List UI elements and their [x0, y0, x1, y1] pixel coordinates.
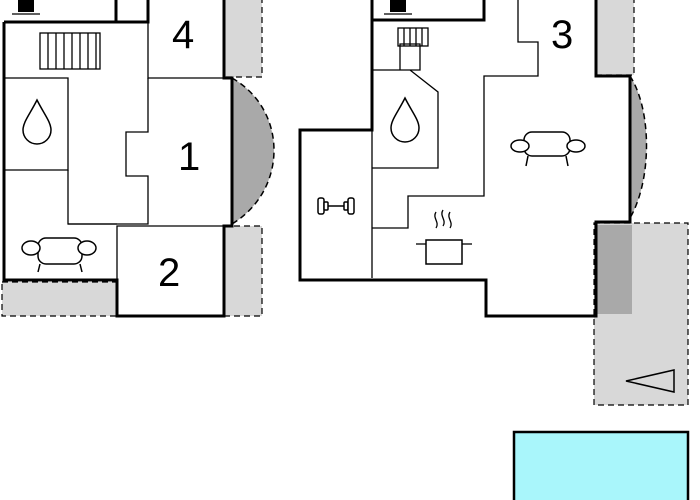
room-label-2: 2	[158, 251, 180, 295]
right-wall-stair	[483, 0, 539, 152]
left-terrace-arc	[231, 76, 275, 226]
room-label-3: 3	[551, 13, 573, 57]
water-drop-icon	[390, 96, 420, 143]
right-terrace-top	[595, 0, 635, 76]
cooking-pot-icon	[416, 209, 472, 265]
radiator-icon	[39, 32, 101, 70]
sofa-icon	[21, 237, 97, 273]
room-label-1: 1	[178, 135, 200, 179]
water-drop-icon	[22, 98, 52, 145]
right-wall-bath	[372, 43, 439, 169]
right-terrace-bottom-dark	[596, 225, 632, 314]
left-building: 4 1 2	[1, 0, 275, 318]
right-top-wall	[372, 0, 486, 22]
swimming-pool	[512, 430, 690, 500]
left-wall-room1	[67, 78, 149, 225]
dumbbell-icon	[317, 197, 355, 215]
radiator-icon	[397, 27, 429, 47]
left-terrace-bottom	[1, 281, 118, 317]
left-wall-bath	[4, 77, 69, 171]
room-label-4: 4	[172, 13, 194, 57]
lamp-icon	[12, 0, 40, 15]
lamp-icon	[384, 0, 412, 15]
right-building: 3	[298, 0, 689, 406]
right-outer-wall	[298, 0, 632, 318]
arrow-icon	[625, 369, 675, 393]
right-terrace-arc	[629, 73, 648, 221]
left-wall-room2	[116, 225, 224, 280]
right-wall-kitchen	[372, 152, 485, 229]
left-terrace-lower-right	[223, 225, 263, 317]
sofa-icon	[510, 131, 586, 167]
left-terrace-right	[223, 0, 263, 78]
